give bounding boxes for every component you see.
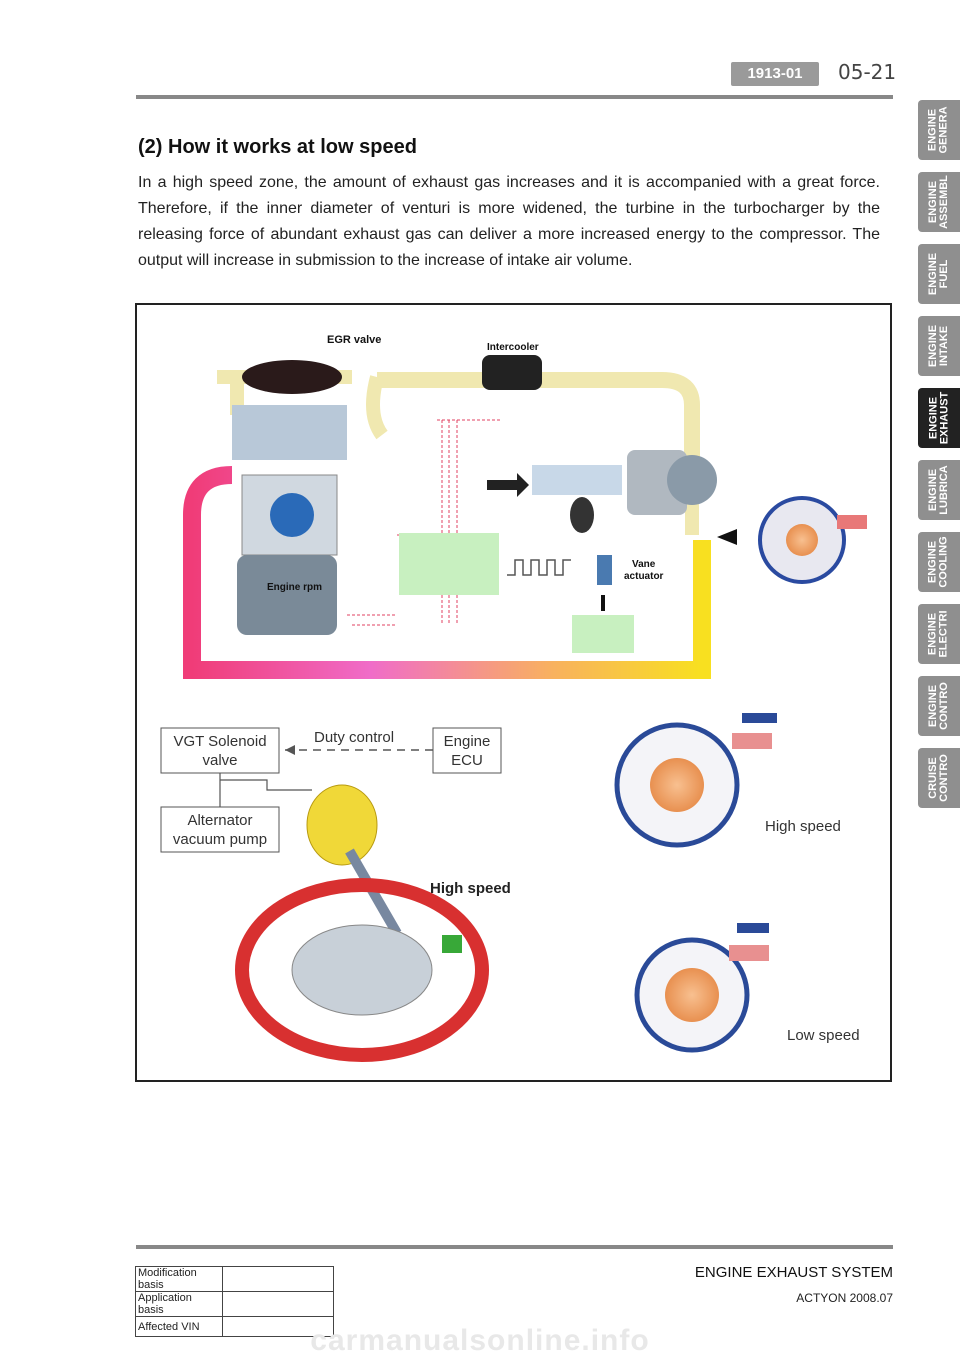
intake-arrow xyxy=(487,473,529,497)
table-row: Application basis xyxy=(135,1291,334,1317)
engine-block xyxy=(232,405,347,635)
compressor-inlet xyxy=(532,465,622,495)
vacuum-source-box xyxy=(572,615,634,653)
watermark: carmanualsonline.info xyxy=(310,1324,650,1357)
egr-valve-body xyxy=(242,360,342,394)
vane-actuator-label-1: Vane xyxy=(632,559,656,570)
tab-label: ENGINE ASSEMBL xyxy=(927,175,950,229)
tab-engine-fuel[interactable]: ENGINE FUEL xyxy=(918,244,960,304)
duty-control-label: Duty control xyxy=(314,729,394,746)
intercooler-label: Intercooler xyxy=(487,342,539,353)
alternator-box xyxy=(160,806,280,853)
table-key: Affected VIN xyxy=(135,1316,223,1337)
tab-label: ENGINE INTAKE xyxy=(927,324,950,368)
engine-ecu-box xyxy=(432,727,502,774)
turbine-high-speed-image xyxy=(614,713,777,848)
footer-model: ACTYON 2008.07 xyxy=(796,1291,893,1305)
tab-label: ENGINE LUBRICA xyxy=(927,465,950,515)
exhaust-pipe xyxy=(183,466,711,679)
vane-actuator-body xyxy=(597,555,612,585)
section-title: (2) How it works at low speed xyxy=(138,136,417,158)
compressor-wheel xyxy=(667,455,717,505)
tab-cruise-control[interactable]: CRUISE CONTRO xyxy=(918,748,960,808)
tab-engine-lubrication[interactable]: ENGINE LUBRICA xyxy=(918,460,960,520)
tab-label: ENGINE FUEL xyxy=(927,252,950,296)
table-value xyxy=(222,1266,334,1292)
turbine-hub-top xyxy=(786,524,818,556)
alternator-label-2: vacuum pump xyxy=(173,831,267,848)
table-key: Modification basis xyxy=(135,1266,223,1292)
footer-system-title: ENGINE EXHAUST SYSTEM xyxy=(694,1264,893,1281)
page-code-badge: 1913-01 xyxy=(731,62,819,86)
ecu-box xyxy=(399,533,499,595)
tab-engine-control[interactable]: ENGINE CONTRO xyxy=(918,676,960,736)
tab-label: ENGINE ELECTRI xyxy=(927,610,950,658)
vgt-solenoid-box xyxy=(160,727,280,774)
table-row: Affected VIN xyxy=(135,1316,334,1337)
section-body: In a high speed zone, the amount of exha… xyxy=(138,174,880,269)
vacuum-hose-lines xyxy=(219,773,312,807)
exhaust-inlet-arrow-top xyxy=(837,515,867,529)
turbine-low-speed-image xyxy=(634,923,769,1053)
table-row: Modification basis xyxy=(135,1266,334,1292)
tab-label: CRUISE CONTRO xyxy=(927,754,951,802)
tab-label: ENGINE GENERA xyxy=(927,106,950,154)
table-value xyxy=(222,1316,334,1337)
turbine-high-speed-label: High speed xyxy=(765,818,841,835)
tab-label: ENGINE COOLING xyxy=(927,536,950,588)
engine-ecu-label-1: Engine xyxy=(444,733,491,750)
table-key: Application basis xyxy=(135,1291,223,1317)
compressor-valve xyxy=(570,497,594,533)
actuator-high-speed-label: High speed xyxy=(430,880,511,897)
tab-label: ENGINE EXHAUST xyxy=(927,391,950,445)
pwm-signal xyxy=(507,559,571,576)
egr-valve-label: EGR valve xyxy=(327,334,381,346)
vgt-system-figure: EGR valve Intercooler Engine rpm Vane ac… xyxy=(135,303,892,1082)
modification-table: Modification basis Application basis Aff… xyxy=(135,1266,334,1337)
tab-engine-general[interactable]: ENGINE GENERA xyxy=(918,100,960,160)
vgt-actuator-image xyxy=(235,784,489,1062)
tab-label: ENGINE CONTRO xyxy=(927,682,951,730)
page-number: 05-21 xyxy=(838,60,897,84)
vgt-solenoid-label-1: VGT Solenoid xyxy=(173,733,266,750)
footer-rule xyxy=(136,1245,893,1249)
engine-ecu-label-2: ECU xyxy=(451,752,483,769)
tab-engine-cooling[interactable]: ENGINE COOLING xyxy=(918,532,960,592)
table-value xyxy=(222,1291,334,1317)
tab-engine-assembly[interactable]: ENGINE ASSEMBL xyxy=(918,172,960,232)
intercooler-body xyxy=(482,355,542,390)
alternator-label-1: Alternator xyxy=(187,812,252,829)
exhaust-flow-arrow xyxy=(717,529,737,545)
duty-control-arrowhead xyxy=(285,745,295,755)
vane-actuator-label-2: actuator xyxy=(624,571,664,582)
turbine-low-speed-label: Low speed xyxy=(787,1027,860,1044)
tab-engine-exhaust[interactable]: ENGINE EXHAUST xyxy=(918,388,960,448)
tab-engine-electrical[interactable]: ENGINE ELECTRI xyxy=(918,604,960,664)
vgt-diagram-svg: EGR valve Intercooler Engine rpm Vane ac… xyxy=(160,334,867,1062)
engine-rpm-label: Engine rpm xyxy=(267,582,322,593)
tab-engine-intake[interactable]: ENGINE INTAKE xyxy=(918,316,960,376)
header-rule xyxy=(136,95,893,99)
vgt-solenoid-label-2: valve xyxy=(202,752,237,769)
